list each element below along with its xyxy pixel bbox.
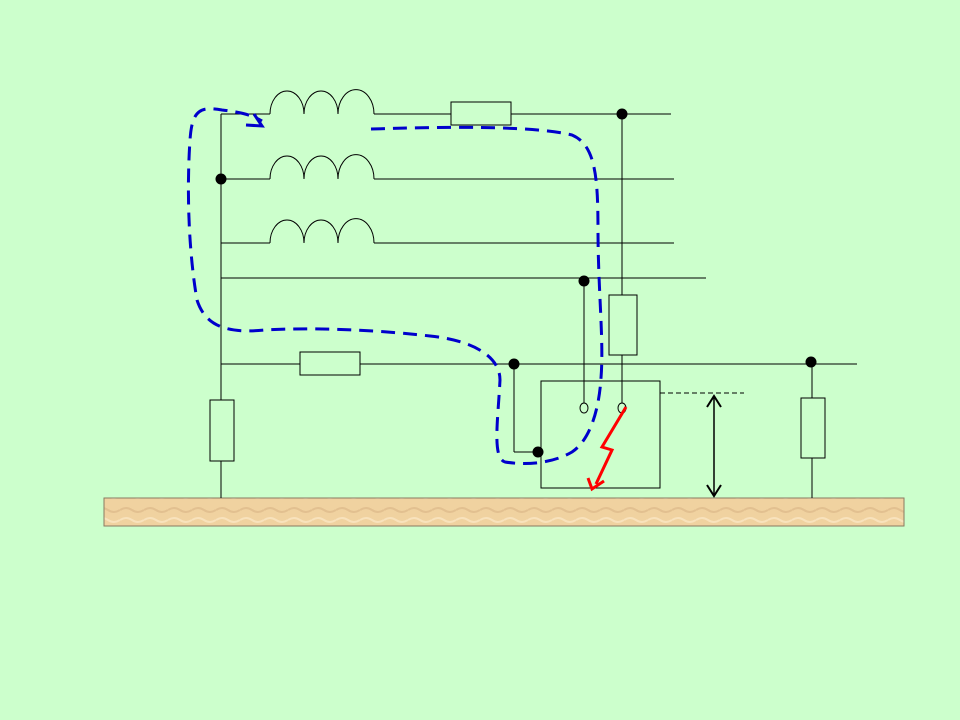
junction-dot — [578, 275, 590, 287]
junction-dot — [215, 173, 227, 185]
equipment-enclosure — [540, 380, 661, 489]
junction-dot — [805, 356, 817, 368]
fault-current-loop — [186, 107, 604, 466]
junction-dot — [532, 446, 544, 458]
junction-dot — [508, 358, 520, 370]
double-arrow-icon — [706, 394, 722, 498]
equipment-internal-resistor — [608, 294, 638, 356]
phase-1-series-resistor — [450, 101, 512, 126]
inductor-phase-1 — [269, 89, 375, 115]
load-earthing-resistor — [800, 397, 826, 459]
neutral-resistor — [299, 351, 361, 376]
source-earthing-resistor — [209, 399, 235, 462]
lightning-bolt-icon — [586, 406, 628, 492]
fault-current-arrowhead — [245, 113, 265, 128]
junction-dot — [616, 108, 628, 120]
neutral-terminal — [579, 402, 589, 414]
inductor-phase-3 — [269, 218, 375, 244]
inductor-phase-2 — [269, 154, 375, 180]
earth-strip — [103, 497, 905, 527]
